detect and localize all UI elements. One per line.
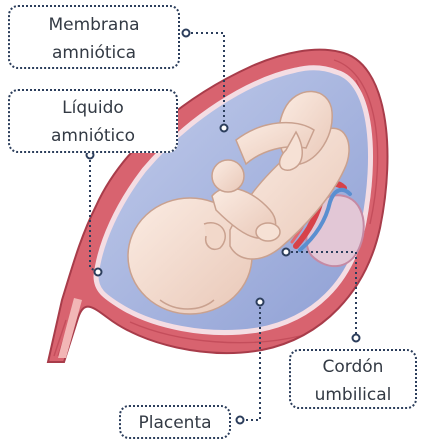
leader-dot: [219, 123, 229, 133]
leader-membrana: [186, 32, 225, 128]
label-line: amniótico: [50, 126, 135, 146]
cervix: [58, 298, 82, 358]
label-liquido-amniotico: Líquido amniótico: [8, 89, 178, 153]
label-membrana-amniotica: Membrana amniótica: [8, 5, 180, 69]
label-line: Líquido: [62, 98, 124, 118]
leader-dot: [93, 267, 103, 277]
fetus: [127, 90, 350, 315]
label-cordon-umbilical: Cordón umbilical: [289, 349, 417, 409]
leader-cordon: [286, 251, 357, 338]
leader-placenta: [240, 302, 261, 421]
label-line: Placenta: [138, 413, 212, 433]
label-line: Cordón: [322, 357, 384, 377]
label-line: umbilical: [314, 385, 392, 405]
leader-dot: [255, 297, 265, 307]
label-line: Membrana: [48, 15, 140, 35]
leader-dot: [351, 333, 361, 343]
label-line: amniótica: [51, 43, 137, 63]
leader-dot: [281, 247, 291, 257]
leader-dot: [181, 28, 191, 38]
label-placenta: Placenta: [119, 405, 231, 439]
leader-dot: [235, 415, 245, 425]
